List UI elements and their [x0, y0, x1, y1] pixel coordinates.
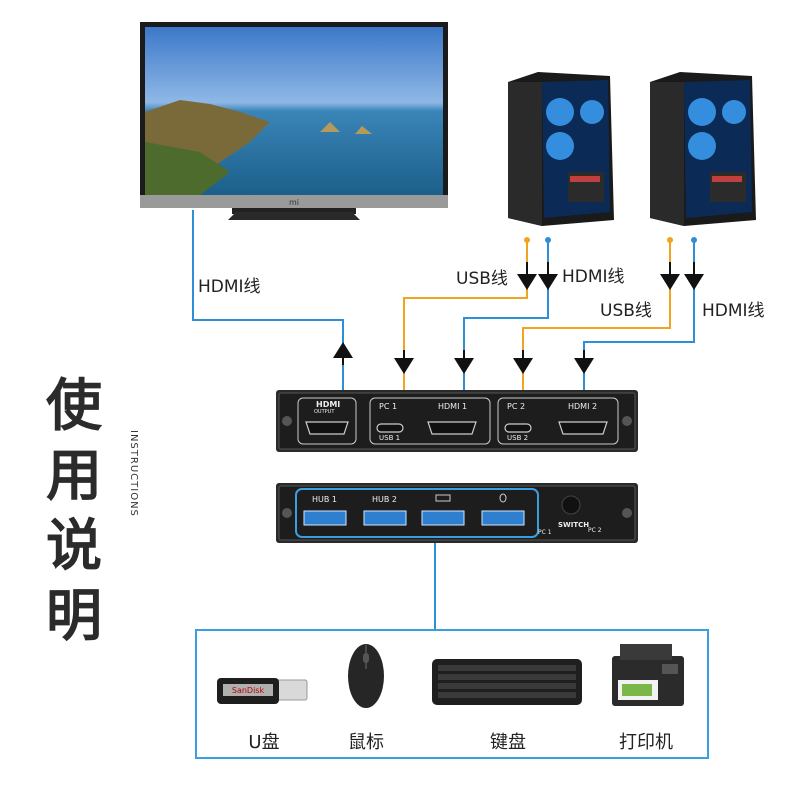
monitor-brand: mi: [289, 198, 299, 207]
pc1-hdmi-cable-label: HDMI线: [562, 267, 625, 287]
hdmi-output-label: HDMI: [316, 400, 341, 409]
pc1-usb-cable-label: USB线: [456, 269, 508, 289]
hdmi1-label: HDMI 1: [438, 402, 468, 411]
pc-tower-2: [640, 72, 760, 232]
monitor: mi: [140, 22, 450, 230]
page-subtitle: INSTRUCTIONS: [128, 430, 139, 517]
usb1-label: USB 1: [379, 434, 401, 442]
device-label-printer: 打印机: [619, 732, 673, 753]
peripheral-devices-box: [195, 629, 709, 759]
hub1-label: HUB 1: [312, 495, 337, 504]
kvm-back-panel: HUB 1 HUB 2 SWITCH PC 1 PC 2: [276, 483, 638, 543]
pc1-back-label: PC 1: [538, 529, 552, 536]
printer-icon: [608, 640, 688, 712]
keyboard-icon: [430, 657, 584, 707]
pc2-usb-cable-label: USB线: [600, 301, 652, 321]
hdmi-output-sub-label: OUTPUT: [314, 409, 335, 415]
device-label-mouse: 鼠标: [348, 732, 384, 753]
page-title: 使用说明: [46, 374, 102, 649]
pc1-front-label: PC 1: [379, 402, 398, 411]
kvm-front-panel: HDMI OUTPUT PC 1 USB 1 HDMI 1 PC 2 USB 2…: [276, 390, 638, 452]
mouse-icon: [346, 641, 386, 711]
switch-label: SWITCH: [558, 521, 590, 529]
pc2-front-label: PC 2: [507, 402, 526, 411]
pc2-back-label: PC 2: [588, 527, 602, 534]
monitor-hdmi-cable-label: HDMI线: [198, 277, 261, 297]
device-label-keyboard: 键盘: [490, 732, 526, 753]
hdmi2-label: HDMI 2: [568, 402, 598, 411]
hub2-label: HUB 2: [372, 495, 397, 504]
usb2-label: USB 2: [507, 434, 529, 442]
pc-tower-1: [498, 72, 618, 232]
usb-brand-text: SanDisk: [232, 686, 265, 695]
device-label-usb-drive: U盘: [248, 732, 280, 753]
usb-drive-icon: SanDisk: [215, 674, 311, 710]
pc2-hdmi-cable-label: HDMI线: [702, 301, 765, 321]
